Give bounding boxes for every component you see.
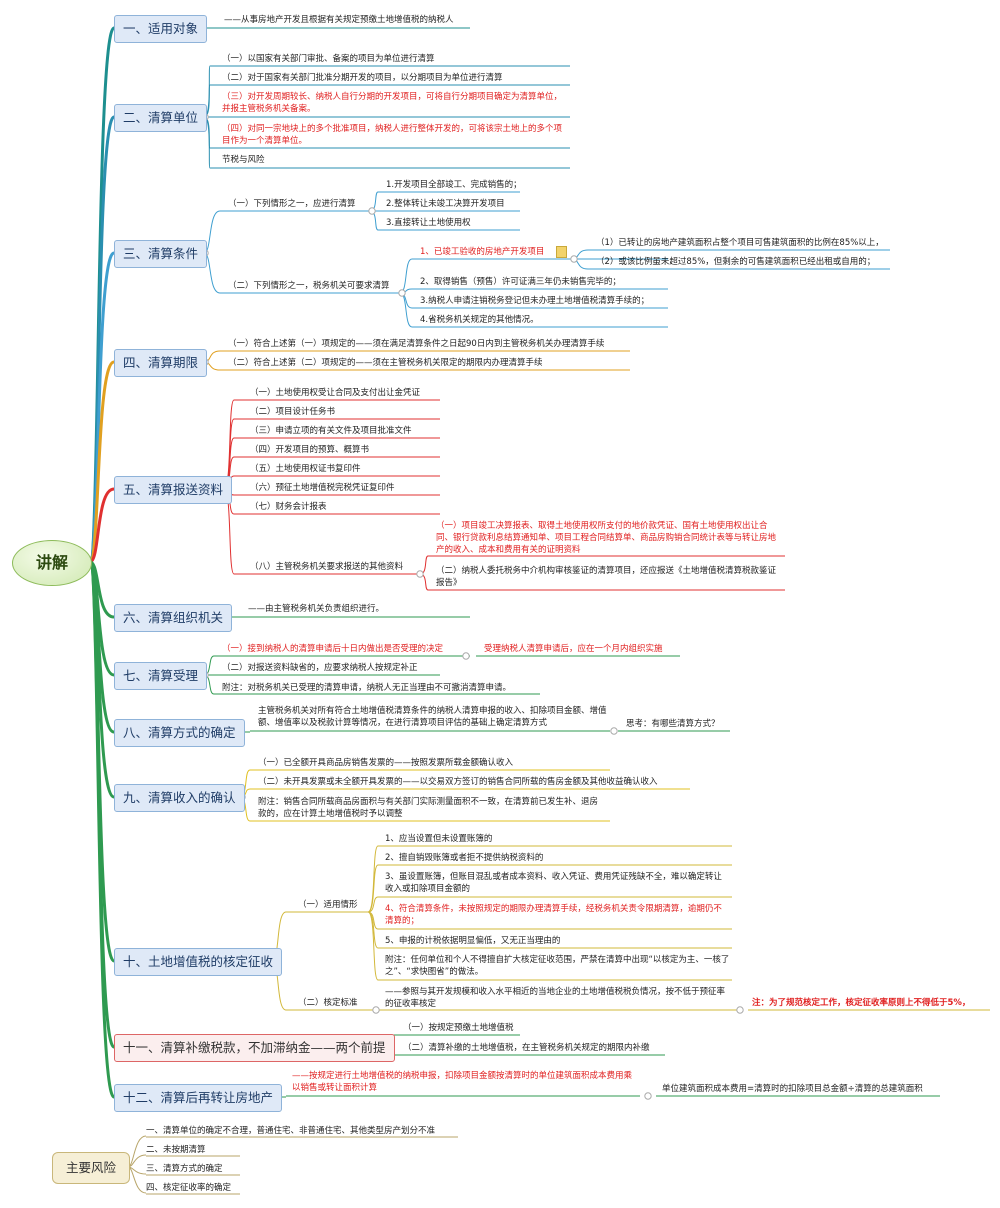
trunk-branch-1	[88, 26, 116, 564]
s10-a-6: 附注：任何单位和个人不得擅自扩大核定征收范围，严禁在清算中出现“以核定为主、一核…	[385, 955, 730, 977]
s3-b-1-b: （2）或该比例虽未超过85%，但剩余的可售建筑面积已经出租或自用的；	[596, 257, 876, 267]
s10-a-4: 4、符合清算条件，未按照规定的期限办理清算手续，经税务机关责令限期清算，逾期仍不…	[385, 904, 722, 926]
collapse-toggle	[416, 570, 424, 578]
trunk-branch-5	[89, 487, 115, 564]
s3-a-2: 2.整体转让未竣工决算开发项目	[386, 199, 505, 209]
s10-sub-a: （一）适用情形	[298, 900, 358, 910]
s2-item-2: （二）对于国家有关部门批准分期开发的项目，以分期项目为单位进行清算	[222, 73, 503, 83]
s5-item-8: （八）主管税务机关要求报送的其他资料	[250, 562, 404, 572]
s2-item-3: （三）对开发周期较长、纳税人自行分期的开发项目，可将自行分期项目确定为清算单位，…	[222, 92, 563, 114]
topic-1-applicable-objects[interactable]: 一、适用对象	[114, 15, 208, 43]
s5-item-2: （二）项目设计任务书	[250, 407, 336, 417]
s10-a-1: 1、应当设置但未设置账簿的	[385, 834, 493, 844]
s9-item-2: （二）未开具发票或未全额开具发票的——以交易双方签订的销售合同所载的售房金额及其…	[258, 777, 658, 787]
child-branch	[399, 292, 413, 328]
risk-branch	[127, 1154, 147, 1168]
collapse-toggle	[644, 1092, 652, 1100]
s10-b-1-a: 注：为了规范核定工作，核定征收率原则上不得低于5%，	[752, 998, 971, 1008]
s10-a-2: 2、擅自销毁账簿或者拒不提供纳税资料的	[385, 853, 544, 863]
s6-item-1: ——由主管税务机关负责组织进行。	[248, 604, 385, 614]
risk-branch	[127, 1166, 147, 1175]
s3-b-1: 1、已竣工验收的房地产开发项目	[420, 247, 545, 257]
s3-sub-b: （二）下列情形之一，税务机关可要求清算	[228, 281, 390, 291]
risk-item-4: 四、核定征收率的确定	[146, 1183, 232, 1193]
s5-item-7: （七）财务会计报表	[250, 502, 327, 512]
s10-a-5: 5、申报的计税依据明显偏低，又无正当理由的	[385, 936, 561, 946]
topic-5-submission-materials[interactable]: 五、清算报送资料	[114, 476, 233, 504]
collapse-toggle	[610, 727, 618, 735]
topic-12-resale-after-clearing[interactable]: 十二、清算后再转让房地产	[114, 1084, 283, 1112]
topic-4-clearing-deadline[interactable]: 四、清算期限	[114, 349, 208, 377]
topic-10-assessed-collection[interactable]: 十、土地增值税的核定征收	[114, 948, 283, 976]
s3-a-1: 1.开发项目全部竣工、完成销售的；	[386, 180, 522, 190]
topic-3-clearing-conditions[interactable]: 三、清算条件	[114, 240, 208, 268]
child-branch	[399, 258, 413, 294]
s4-item-1: （一）符合上述第（一）项规定的——须在满足清算条件之日起90日内到主管税务机关办…	[228, 339, 605, 349]
topic-9-income-recognition[interactable]: 九、清算收入的确认	[114, 784, 245, 812]
s5-item-8-a: （一）项目竣工决算报表、取得土地使用权所支付的地价款凭证、国有土地使用权出让合同…	[436, 521, 777, 555]
s5-item-3: （三）申请立项的有关文件及项目批准文件	[250, 426, 412, 436]
s3-a-3: 3.直接转让土地使用权	[386, 218, 471, 228]
collapse-toggle	[398, 289, 406, 297]
s11-item-2: （二）清算补缴的土地增值税，在主管税务机关规定的期限内补缴	[403, 1043, 650, 1053]
child-branch	[367, 864, 379, 913]
s11-item-1: （一）按规定预缴土地增值税	[403, 1023, 514, 1033]
s3-b-4: 4.省税务机关规定的其他情况。	[420, 315, 539, 325]
s7-item-2: （二）对报送资料缺省的，应要求纳税人按规定补正	[222, 663, 418, 673]
collapse-toggle	[462, 652, 470, 660]
topic-11-supplementary-tax[interactable]: 十一、清算补缴税款，不加滞纳金——两个前提	[114, 1034, 395, 1062]
risk-branch	[127, 1166, 147, 1194]
collapse-toggle	[570, 255, 578, 263]
s5-item-1: （一）土地使用权受让合同及支付出让金凭证	[250, 388, 421, 398]
risk-item-3: 三、清算方式的确定	[146, 1164, 223, 1174]
s9-item-3: 附注：销售合同所载商品房面积与有关部门实际测量面积不一致，在清算前已发生补、退房…	[258, 797, 599, 819]
topic-2-clearing-unit[interactable]: 二、清算单位	[114, 104, 208, 132]
child-branch	[367, 911, 379, 981]
s5-item-5: （五）土地使用权证书复印件	[250, 464, 361, 474]
s12-item-1: ——按规定进行土地增值税的纳税申报，扣除项目金额按清算时的单位建筑面积成本费用乘…	[292, 1071, 633, 1093]
topic-7-acceptance[interactable]: 七、清算受理	[114, 662, 208, 690]
s10-a-3: 3、虽设置账簿，但账目混乱或者成本资料、收入凭证、费用凭证残缺不全，难以确定转让…	[385, 872, 722, 894]
s10-sub-b: （二）核定标准	[298, 998, 358, 1008]
s5-item-8-b: （二）纳税人委托税务中介机构审核鉴证的清算项目，还应报送《土地增值税清算税款鉴证…	[436, 566, 777, 588]
s10-b-1: ——参照与其开发规模和收入水平相近的当地企业的土地增值税税负情况，按不低于预征率…	[385, 987, 726, 1009]
s5-item-6: （六）预征土地增值税完税凭证复印件	[250, 483, 395, 493]
s2-item-1: （一）以国家有关部门审批、备案的项目为单位进行清算	[222, 54, 435, 64]
s4-item-2: （二）符合上述第（二）项规定的——须在主管税务机关限定的期限内办理清算手续	[228, 358, 543, 368]
note-icon[interactable]	[556, 246, 567, 258]
s3-sub-a: （一）下列情形之一，应进行清算	[228, 199, 356, 209]
topic-8-method-determination[interactable]: 八、清算方式的确定	[114, 719, 245, 747]
s5-item-4: （四）开发项目的预算、概算书	[250, 445, 370, 455]
trunk-branch-12	[88, 560, 116, 1099]
risk-item-2: 二、未按期清算	[146, 1145, 206, 1155]
collapse-toggle	[736, 1006, 744, 1014]
s3-b-3: 3.纳税人申请注销税务登记但未办理土地增值税清算手续的；	[420, 296, 650, 306]
collapse-toggle	[368, 207, 376, 215]
root-node[interactable]: 讲解	[12, 540, 92, 586]
s7-item-1: （一）接到纳税人的清算申请后十日内做出是否受理的决定	[222, 644, 444, 654]
s3-b-1-a: （1）已转让的房地产建筑面积占整个项目可售建筑面积的比例在85%以上，	[596, 238, 884, 248]
risk-item-1: 一、清算单位的确定不合理，普通住宅、非普通住宅、其他类型房产划分不准	[146, 1126, 436, 1136]
s8-item-1-a: 思考：有哪些清算方式？	[626, 719, 720, 729]
s1-item-1: ——从事房地产开发且根据有关规定预缴土地增值税的纳税人	[224, 15, 454, 25]
child-branch	[367, 896, 379, 913]
risk-node[interactable]: 主要风险	[52, 1152, 130, 1184]
s9-item-1: （一）已全额开具商品房销售发票的——按照发票所载金额确认收入	[258, 758, 514, 768]
risk-branch	[127, 1135, 147, 1168]
s12-item-1-a: 单位建筑面积成本费用=清算时的扣除项目总金额÷清算的总建筑面积	[662, 1084, 923, 1094]
s2-item-4: （四）对同一宗地块上的多个批准项目，纳税人进行整体开发的，可将该宗土地上的多个项…	[222, 124, 563, 146]
s2-item-5: 节税与风险	[222, 155, 265, 165]
topic-6-organizing-authority[interactable]: 六、清算组织机关	[114, 604, 233, 632]
s7-item-3: 附注：对税务机关已受理的清算申请，纳税人无正当理由不可撤消清算申请。	[222, 683, 512, 693]
s3-b-2: 2、取得销售（预售）许可证满三年仍未销售完毕的；	[420, 277, 621, 287]
s8-item-1: 主管税务机关对所有符合土地增值税清算条件的纳税人清算申报的收入、扣除项目金额、增…	[258, 706, 607, 728]
collapse-toggle	[372, 1006, 380, 1014]
s7-item-1-a: 受理纳税人清算申请后，应在一个月内组织实施	[484, 644, 663, 654]
